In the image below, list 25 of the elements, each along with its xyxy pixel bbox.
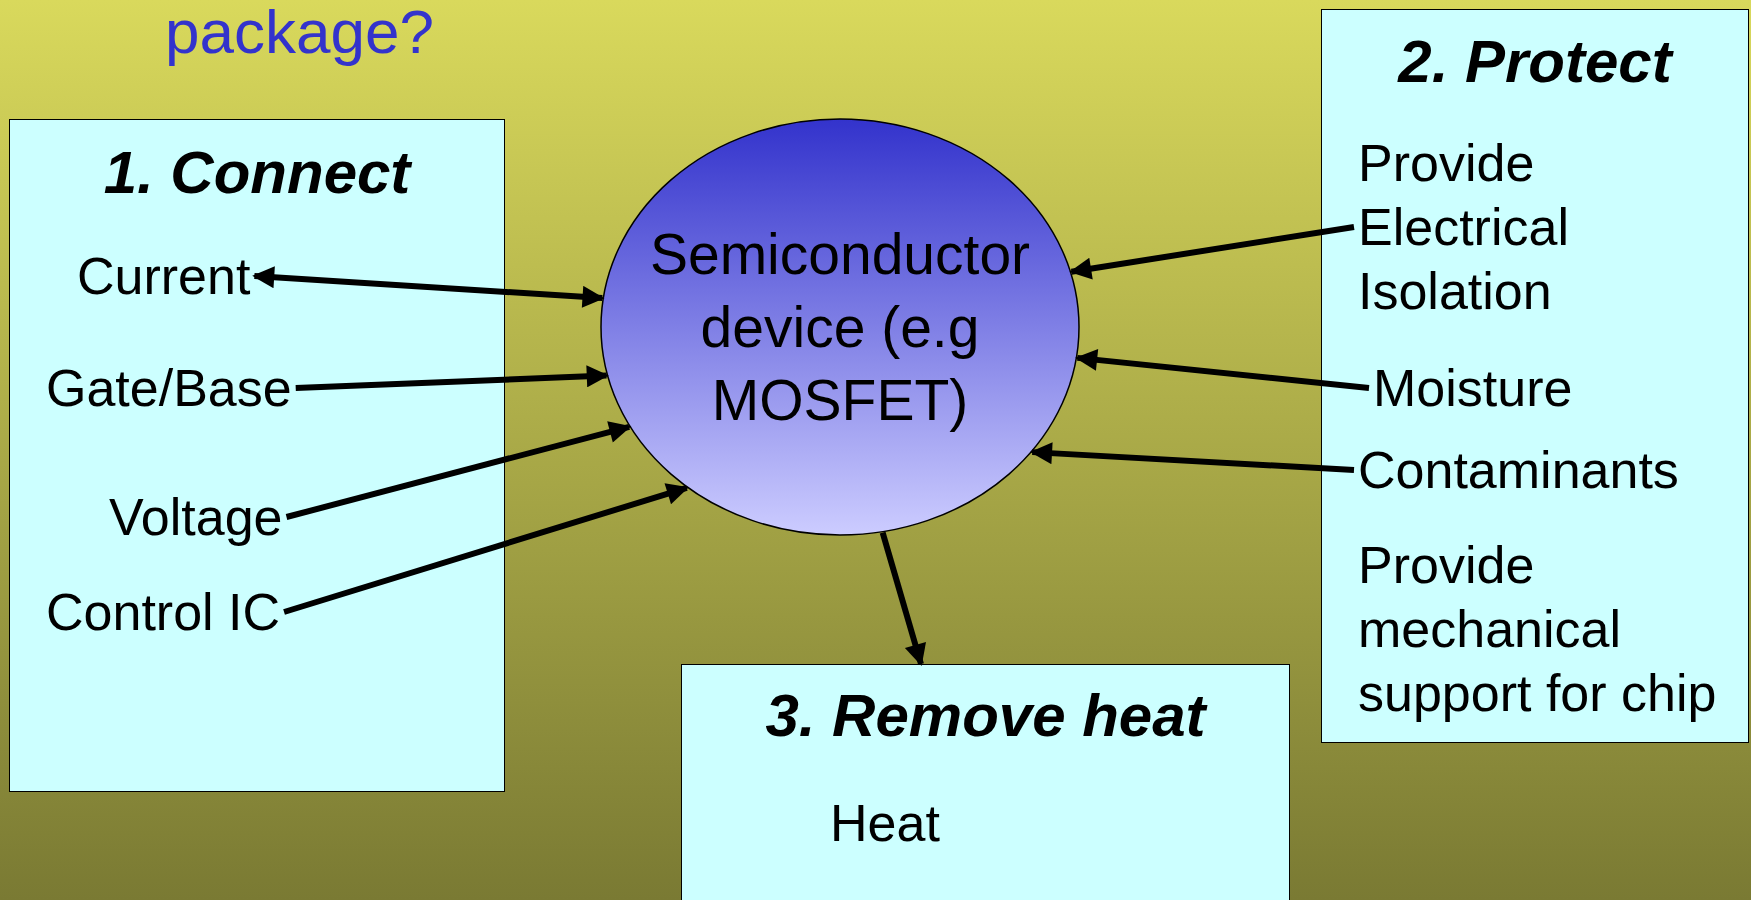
item-label: Provide Electrical Isolation [1358,131,1608,323]
item-label: Voltage [109,485,283,549]
arrow [283,483,689,615]
device-ellipse [600,118,1080,536]
arrow [1075,348,1370,391]
panel-heading: 3. Remove heat [764,681,1209,751]
panel [1321,9,1749,743]
arrow [295,365,609,391]
arrow [1030,442,1355,473]
arrow [879,531,926,667]
panel [681,664,1290,900]
double-arrow [252,266,605,308]
item-label: Moisture [1373,356,1573,420]
device-label: Semiconductor device (e.g MOSFET) [648,220,1032,434]
panel-heading: 2. Protect [1396,27,1675,97]
panel-heading: 1. Connect [102,138,414,208]
panel [9,119,505,792]
item-label: Heat [830,791,940,855]
item-label: Control IC [46,580,281,644]
item-label: Current [77,244,251,308]
item-label: Provide mechanical support for chip [1358,533,1748,725]
title-text: package? [165,0,434,68]
arrow [285,421,632,520]
item-label: Contaminants [1358,438,1679,502]
item-label: Gate/Base [46,356,292,420]
